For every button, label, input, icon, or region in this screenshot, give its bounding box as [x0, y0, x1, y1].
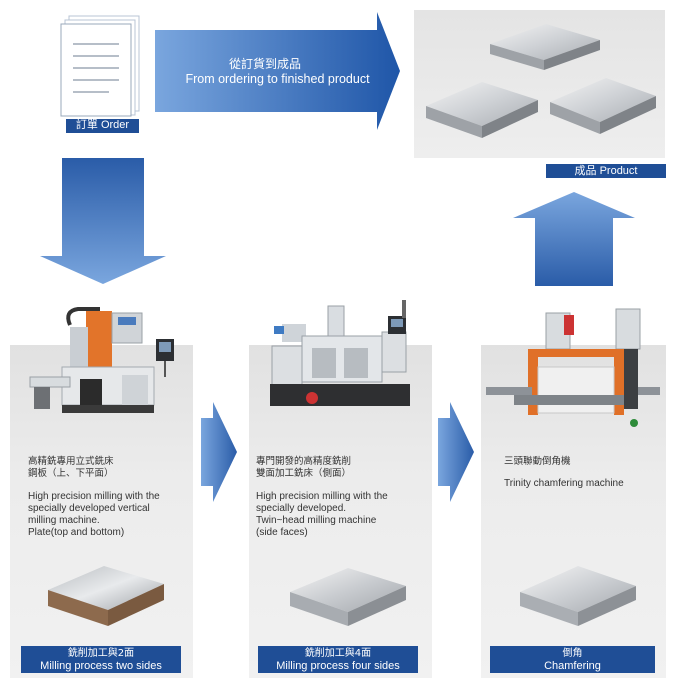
- step1-badge: 銑削加工與2面 Milling process two sides: [21, 646, 181, 673]
- step1-en-line2: specially developed vertical: [28, 503, 188, 515]
- step3-badge: 倒角 Chamfering: [490, 646, 655, 673]
- right-arrow-1: [201, 402, 237, 502]
- step3-description: 三頭聯動倒角機 Trinity chamfering machine: [504, 456, 664, 490]
- step3-zh-line1: 三頭聯動倒角機: [504, 456, 664, 468]
- step2-zh-line2: 雙面加工銑床（側面）: [256, 468, 426, 480]
- top-arrow-title-en: From ordering to finished product: [155, 72, 400, 86]
- step2-en-line3: Twin~head milling machine: [256, 515, 426, 527]
- step1-zh-line2: 鋼板（上、下平面）: [28, 468, 188, 480]
- step3-badge-zh: 倒角: [490, 647, 655, 660]
- top-arrow-title-zh: 從訂貨到成品: [155, 55, 375, 72]
- vertical-milling-machine-image: [26, 305, 186, 425]
- step1-en-line4: Plate(top and bottom): [28, 527, 188, 539]
- step2-zh-line1: 專門開發的高精度銑削: [256, 456, 426, 468]
- up-flow-arrow: [513, 192, 635, 286]
- step3-plate-image: [518, 560, 638, 632]
- step1-en-line1: High precision milling with the: [28, 491, 188, 503]
- right-arrow-2: [438, 402, 474, 502]
- step3-en-line1: Trinity chamfering machine: [504, 478, 664, 490]
- step2-en-line1: High precision milling with the: [256, 491, 426, 503]
- step1-plate-image: [46, 560, 166, 632]
- step3-badge-en: Chamfering: [490, 660, 655, 673]
- step1-badge-en: Milling process two sides: [21, 660, 181, 673]
- step2-badge-zh: 銑削加工與4面: [258, 647, 418, 660]
- step2-en-line4: (side faces): [256, 527, 426, 539]
- order-label: 訂單 Order: [66, 119, 139, 133]
- chamfering-machine-image: [484, 305, 664, 430]
- step2-badge-en: Milling process four sides: [258, 660, 418, 673]
- step2-en-line2: specially developed.: [256, 503, 426, 515]
- step1-badge-zh: 銑削加工與2面: [21, 647, 181, 660]
- step2-badge: 銑削加工與4面 Milling process four sides: [258, 646, 418, 673]
- twin-head-milling-machine-image: [262, 296, 422, 426]
- down-flow-arrow: [40, 158, 166, 284]
- step1-zh-line1: 高精銑專用立式銑床: [28, 456, 188, 468]
- step2-plate-image: [288, 562, 408, 634]
- product-label: 成品 Product: [546, 164, 666, 178]
- step1-description: 高精銑專用立式銑床 鋼板（上、下平面） High precision milli…: [28, 456, 188, 539]
- order-documents-icon: [55, 10, 150, 120]
- step2-description: 專門開發的高精度銑削 雙面加工銑床（側面） High precision mil…: [256, 456, 426, 539]
- step1-en-line3: milling machine.: [28, 515, 188, 527]
- product-plates-image: [420, 18, 660, 148]
